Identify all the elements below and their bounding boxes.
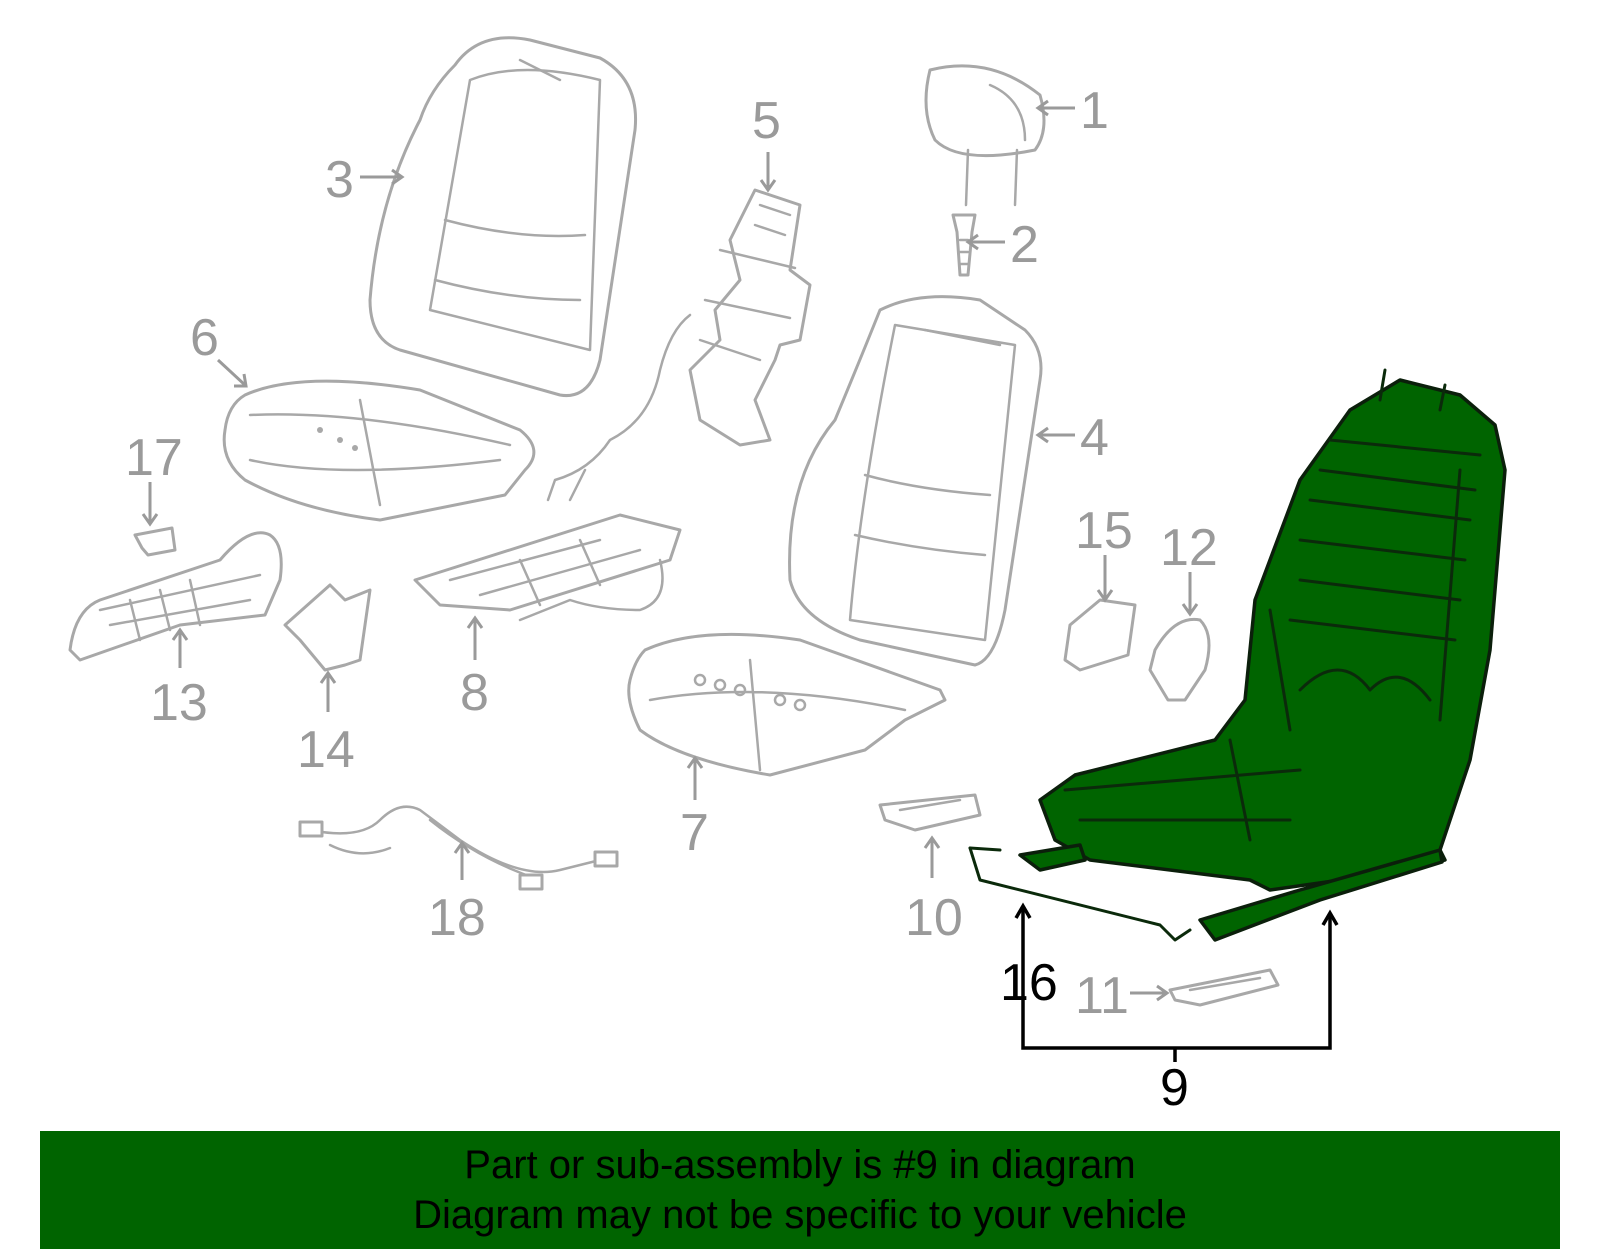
callout-18: 18 [428, 889, 486, 947]
callout-5: 5 [752, 92, 781, 150]
callout-11: 11 [1075, 967, 1129, 1025]
callout-2: 2 [1010, 216, 1039, 274]
part-10-trim-cover[interactable] [878, 793, 982, 832]
part-17-clip[interactable] [133, 526, 177, 557]
part-5-lumbar-assembly[interactable] [546, 188, 812, 502]
info-banner: Part or sub-assembly is #9 in diagram Di… [40, 1131, 1560, 1249]
part-6-seat-cushion-pad[interactable] [222, 379, 536, 522]
banner-line-1: Part or sub-assembly is #9 in diagram [464, 1143, 1136, 1187]
callout-8: 8 [460, 664, 489, 722]
part-12-cover[interactable] [1148, 617, 1211, 702]
part-14-bracket[interactable] [283, 583, 372, 672]
callout-15: 15 [1075, 502, 1133, 560]
banner-line-2: Diagram may not be specific to your vehi… [413, 1193, 1187, 1237]
callout-4: 4 [1080, 409, 1109, 467]
callout-7: 7 [680, 804, 709, 862]
callout-1: 1 [1080, 82, 1109, 140]
part-13-side-trim[interactable] [68, 531, 283, 662]
part-4-seat-back-cover[interactable] [788, 295, 1043, 667]
part-11-trim-cover[interactable] [1168, 968, 1280, 1007]
callout-14: 14 [297, 721, 355, 779]
callout-3: 3 [325, 151, 354, 209]
part-8-seat-heater[interactable] [413, 513, 682, 622]
callout-labels: 1 2 3 4 5 6 7 8 9 10 11 12 13 14 15 16 1… [125, 82, 1218, 1117]
callout-10: 10 [905, 889, 963, 947]
callout-13: 13 [150, 674, 208, 732]
callout-9: 9 [1160, 1059, 1189, 1117]
part-9-seat-frame-assembly[interactable] [968, 368, 1507, 942]
callout-12: 12 [1160, 519, 1218, 577]
callout-16: 16 [1000, 954, 1058, 1012]
part-7-seat-cushion[interactable] [627, 632, 947, 777]
part-18-wire-harness[interactable] [298, 805, 619, 891]
part-15-bracket[interactable] [1063, 598, 1137, 672]
leader-lines [141, 99, 1339, 1062]
callout-6: 6 [190, 309, 219, 367]
part-1-headrest[interactable] [924, 64, 1046, 207]
part-3-seat-back-cover[interactable] [368, 36, 638, 398]
part-2-headrest-guide[interactable] [951, 213, 977, 277]
callout-17: 17 [125, 429, 183, 487]
